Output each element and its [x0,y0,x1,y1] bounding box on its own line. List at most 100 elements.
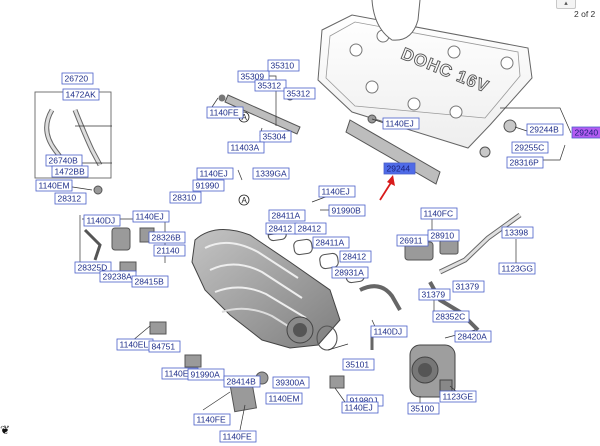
part-label-text: 26720 [65,74,89,84]
part-label-text: 28412 [343,252,367,262]
part-label[interactable]: 1140DJ [83,214,121,227]
part-label[interactable]: 28415B [131,275,169,288]
part-label[interactable]: 1140EJ [132,210,170,223]
part-label-text: 29244B [530,125,560,135]
part-label[interactable]: 35309 [237,70,270,83]
part-label[interactable]: 13398 [501,226,534,239]
part-label[interactable]: 1140EJ [318,185,356,198]
part-label-text: 28412 [298,224,322,234]
part-label-text: 28325D [78,263,108,273]
part-label-box [148,340,181,353]
part-label[interactable]: 1140EL [116,338,154,351]
part-label[interactable]: 84751 [148,340,181,353]
part-label[interactable]: 1140FE [219,430,257,443]
part-label[interactable]: 35310 [267,59,300,72]
part-label-box [51,165,89,178]
part-label-box [383,162,416,175]
part-label-text: 1140FE [197,415,226,425]
part-label-box [331,266,369,279]
part-label-box [452,280,485,293]
part-label-box [237,70,270,83]
part-label[interactable]: 35312 [283,87,316,100]
part-label[interactable]: 1123GE [439,390,477,403]
part-label-box [294,222,327,235]
part-label[interactable]: 31379 [452,280,485,293]
part-label[interactable]: 91990B [328,204,366,217]
part-label-box [227,141,265,154]
part-label[interactable]: 1140EJ [382,117,420,130]
part-label[interactable]: 29240 [571,126,600,139]
part-label[interactable]: 1140FE [193,413,231,426]
part-label[interactable]: 28910 [427,229,460,242]
part-label[interactable]: 26720 [61,72,94,85]
part-label-box [61,72,94,85]
part-label[interactable]: 28420A [454,330,492,343]
part-label[interactable]: 39300A [272,376,310,389]
part-label-box [506,156,544,169]
part-label[interactable]: 28325D [74,261,112,274]
part-label-text: 1123GE [443,392,474,402]
part-label-text: 1140EL [120,340,149,350]
part-label[interactable]: 1140DJ [370,325,408,338]
part-label[interactable]: 1140EJ [196,167,234,180]
part-label[interactable]: 31379 [418,288,451,301]
part-label[interactable]: 28412 [339,250,372,263]
part-label-text: 31379 [456,282,480,292]
part-label[interactable]: 11403A [227,141,265,154]
page-nav-button[interactable]: ▴ [556,0,576,9]
part-label[interactable]: 29244B [526,123,564,136]
part-label-text: 29238A [103,272,133,282]
part-label[interactable]: 1140FC [420,207,458,220]
part-label[interactable]: 28412 [294,222,327,235]
part-label[interactable]: 91990A [187,368,225,381]
part-label[interactable]: 28352C [432,310,470,323]
part-label[interactable]: 1339GA [252,167,290,180]
part-label[interactable]: 1140EM [35,179,73,192]
part-label-box [439,390,477,403]
part-label[interactable]: 1123GG [498,262,536,275]
part-label[interactable]: 28326B [148,231,186,244]
part-label-text: 29240 [575,128,599,138]
part-label[interactable]: 21140 [153,244,186,257]
part-label-box [526,123,564,136]
part-label[interactable]: 28310 [169,191,202,204]
part-label-text: 1140DJ [87,216,116,226]
part-label[interactable]: 35304 [259,130,292,143]
part-label[interactable]: 29255C [511,141,549,154]
part-label[interactable]: 35312 [254,79,287,92]
part-label[interactable]: 28412 [265,222,298,235]
part-label-text: 1140DJ [374,327,403,337]
part-label[interactable]: 35100 [407,402,440,415]
part-label-box [268,209,306,222]
part-label-text: 1140EM [39,181,70,191]
part-label-box [206,106,244,119]
part-label-text: 91990 [196,181,220,191]
part-label-box [193,413,231,426]
part-label-text: 1140EJ [345,403,373,413]
part-label[interactable]: 35101 [342,358,375,371]
part-label[interactable]: 26911 [396,234,429,247]
part-label[interactable]: 28312 [54,192,87,205]
part-label[interactable]: 91990 [192,179,225,192]
part-label-text: 35309 [241,72,265,82]
view-mark-a: A [242,113,248,122]
part-label[interactable]: 26740B [45,154,83,167]
part-label[interactable]: 1140EM [265,392,303,405]
part-label-text: 1140EJ [386,119,414,129]
part-label[interactable]: 29238A [99,270,137,283]
breather-hoses [34,91,112,195]
part-label-text: 35101 [346,360,370,370]
part-label[interactable]: 28316P [506,156,544,169]
part-label[interactable]: 1140FE [206,106,244,119]
part-label[interactable]: 28414B [223,375,261,388]
part-label[interactable]: 1140EJ [341,401,379,414]
part-label[interactable]: 29244 [383,162,416,175]
part-label[interactable]: 1472BB [51,165,89,178]
part-label-text: 91980J [350,396,378,406]
part-label[interactable]: 1472AK [62,88,100,101]
part-label-box [571,126,600,139]
part-label[interactable]: 28411A [312,236,350,249]
part-label[interactable]: 28931A [331,266,369,279]
part-label[interactable]: 28411A [268,209,306,222]
part-label-box [427,229,460,242]
